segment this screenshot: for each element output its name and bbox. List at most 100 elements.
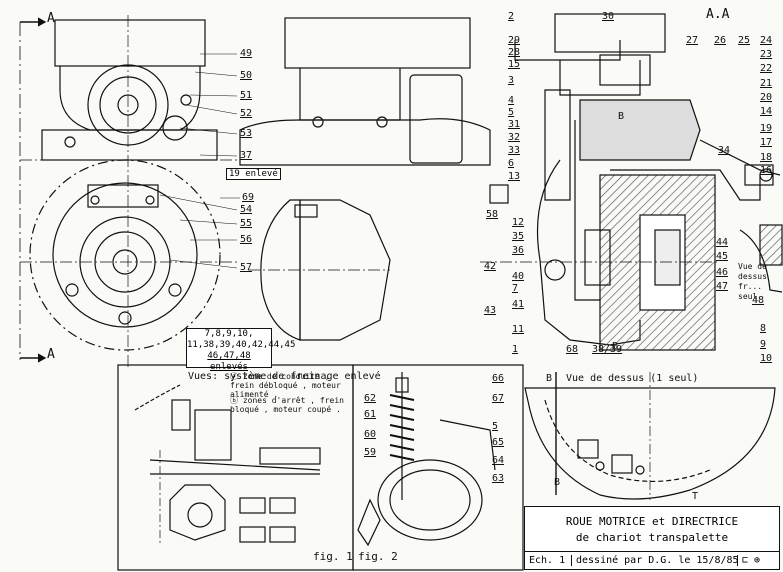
fig1-legend-b: ⓑ zones d'arrêt , frein bloqué , moteur …: [230, 396, 344, 414]
callout-67: 67: [492, 393, 505, 404]
brake-section-left: [536, 159, 641, 346]
callout-5-fig2: 5: [492, 421, 499, 432]
callout-1: 1: [512, 344, 519, 355]
callout-18: 18: [760, 152, 773, 163]
callout-33: 33: [508, 145, 521, 156]
base-plate-side: [239, 118, 491, 166]
callout-4: 4: [508, 95, 515, 106]
callout-56: 56: [240, 234, 253, 245]
callout-41: 41: [512, 299, 525, 310]
callout-2: 2: [508, 11, 515, 22]
fig1-label: fig. 1: [313, 550, 353, 563]
callout-61: 61: [364, 409, 377, 420]
removed-line-1: 7,8,9,10,: [204, 329, 254, 339]
title-block: ROUE MOTRICE et DIRECTRICE de chariot tr…: [524, 506, 780, 570]
section-mark-b-top: B: [618, 111, 625, 122]
callout-51: 51: [240, 90, 253, 101]
callout-44: 44: [716, 237, 729, 248]
callout-47: 47: [716, 281, 729, 292]
callout-11: 11: [512, 324, 525, 335]
callout-66: 66: [492, 373, 505, 384]
callout-5: 5: [508, 107, 515, 118]
title-line-1: ROUE MOTRICE et DIRECTRICE: [565, 515, 739, 528]
callout-34: 34: [718, 145, 731, 156]
projection-symbol-icon: ⊏ ⊕: [737, 555, 760, 566]
fig2-frame: [352, 364, 524, 571]
callout-63: 63: [492, 473, 505, 484]
fig1-motor: [194, 409, 232, 461]
callout-46: 46: [716, 267, 729, 278]
terminal-box-side: [409, 74, 463, 164]
callout-58: 58: [486, 209, 499, 220]
callout-23: 23: [760, 49, 773, 60]
callout-8: 8: [760, 323, 767, 334]
title-row: Ech. 1 dessiné par D.G. le 15/8/85 ⊏ ⊕: [525, 551, 779, 568]
callout-42: 42: [484, 261, 497, 272]
callout-27: 27: [686, 35, 699, 46]
callout-3: 3: [508, 75, 515, 86]
section-mark-b-mid: B: [612, 341, 619, 352]
views-caption: Vues: système de freinage enlevé: [188, 371, 381, 382]
callout-37: 37: [240, 150, 253, 161]
callout-9: 9: [760, 339, 767, 350]
callout-21: 21: [760, 78, 773, 89]
callout-35: 35: [512, 231, 525, 242]
boss-front: [162, 115, 188, 141]
section-mark-b-view: B: [546, 373, 553, 384]
motor-box-side: [284, 17, 471, 69]
clamp-block: [87, 184, 159, 208]
removed-line-2: 11,38,39,40,42,44,45: [187, 340, 296, 350]
section-mark-b-low: B: [554, 477, 561, 488]
callout-25: 25: [738, 35, 751, 46]
callout-36: 36: [512, 245, 525, 256]
callout-12: 12: [512, 217, 525, 228]
title-line-2: de chariot transpalette: [575, 531, 729, 544]
callout-65: 65: [492, 437, 505, 448]
callout-15: 15: [508, 59, 521, 70]
section-mark-t: T: [692, 491, 699, 502]
callout-60: 60: [364, 429, 377, 440]
motor-box-section: [554, 13, 666, 53]
bolt-front-left: [64, 136, 76, 148]
section-title-aa: A.A: [706, 7, 730, 22]
callout-43: 43: [484, 305, 497, 316]
section-mark-a-top: A: [47, 11, 55, 26]
brake-disc-outer: [52, 182, 198, 328]
top-view-outline: [524, 387, 776, 500]
callout-26: 26: [714, 35, 727, 46]
callout-38-39: 38/39: [592, 344, 623, 355]
shaft-housing-section: [544, 89, 571, 201]
brake-cap-side: [260, 199, 301, 341]
gear-section: [579, 99, 701, 161]
callout-68: 68: [566, 344, 579, 355]
callout-31: 31: [508, 119, 521, 130]
callout-55: 55: [240, 218, 253, 229]
callout-7: 7: [512, 283, 519, 294]
removed-note-19: 19 enlevé: [226, 168, 281, 180]
callout-48: 48: [752, 295, 765, 306]
callout-45: 45: [716, 251, 729, 262]
wheel-side: [300, 199, 391, 341]
author-label: dessiné par D.G. le 15/8/85: [571, 555, 739, 566]
callout-50: 50: [240, 70, 253, 81]
callout-30: 30: [602, 11, 615, 22]
section-mark-a-bottom: A: [47, 347, 55, 362]
callout-53: 53: [240, 128, 253, 139]
callout-59: 59: [364, 447, 377, 458]
callout-17: 17: [760, 137, 773, 148]
callout-14: 14: [760, 106, 773, 117]
callout-57: 57: [240, 262, 253, 273]
callout-32: 32: [508, 132, 521, 143]
callout-54: 54: [240, 204, 253, 215]
callout-22: 22: [760, 63, 773, 74]
callout-24: 24: [760, 35, 773, 46]
callout-62: 62: [364, 393, 377, 404]
fork-arm: [610, 169, 761, 201]
bolt-front-right: [180, 94, 192, 106]
callout-29: 29: [508, 35, 521, 46]
fig1-legend-a: ⓐ zone de conduite , frein débloqué , mo…: [230, 372, 341, 399]
motor-box-front: [54, 19, 206, 67]
callout-52: 52: [240, 108, 253, 119]
